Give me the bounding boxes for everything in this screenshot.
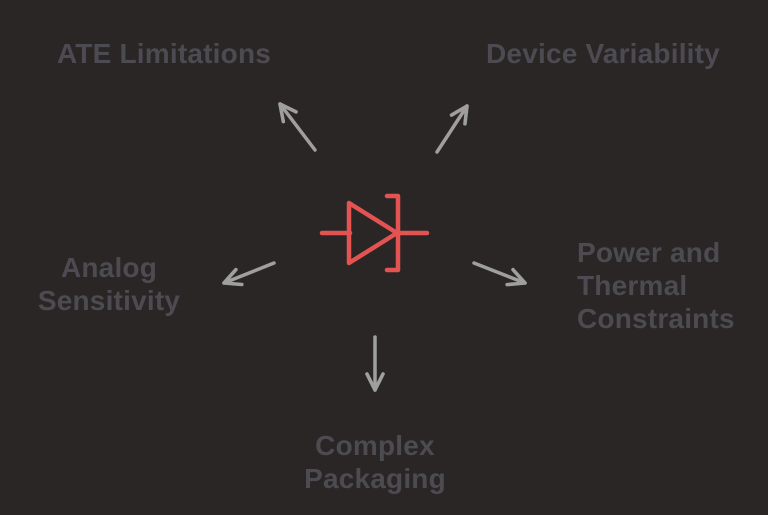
arrow-right-icon — [472, 261, 527, 287]
arrow-up-right-icon — [435, 104, 469, 154]
node-label-ate-limitations: ATE Limitations — [57, 38, 272, 69]
node-label-analog-sensitivity: Analog Sensitivity — [37, 252, 181, 316]
arrow-left-icon — [222, 261, 276, 287]
node-label-complex-packaging: Complex Packaging — [304, 430, 446, 494]
arrow-up-left-icon — [278, 102, 317, 152]
node-label-power-thermal-constraints: Power and Thermal Constraints — [577, 237, 735, 334]
node-label-device-variability: Device Variability — [486, 38, 720, 69]
diode-icon — [319, 193, 430, 273]
